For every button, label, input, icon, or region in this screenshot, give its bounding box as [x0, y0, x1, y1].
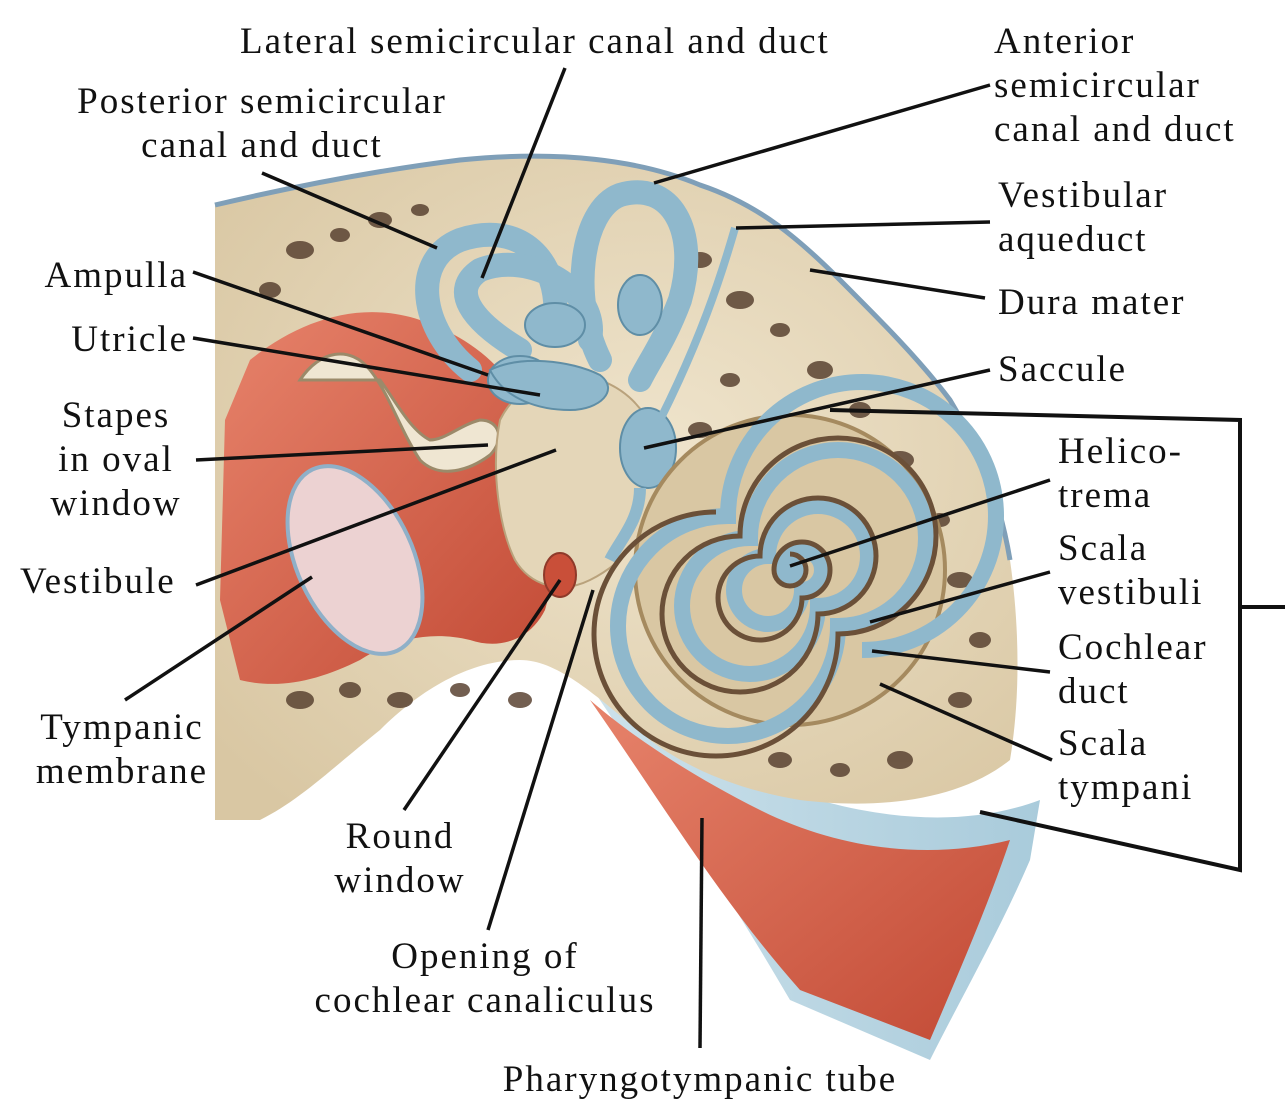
label-line: canal and duct: [994, 108, 1236, 152]
label-line: Pharyngotympanic tube: [440, 1058, 960, 1102]
label-line: Scala: [1058, 527, 1203, 571]
label-line: membrane: [12, 750, 232, 794]
label-line: Tympanic: [12, 706, 232, 750]
label-line: in oval: [32, 438, 200, 482]
label-line: Saccule: [998, 348, 1127, 392]
label-line: Vestibular: [998, 174, 1168, 218]
label-line: tympani: [1058, 766, 1193, 810]
label-line: semicircular: [994, 64, 1236, 108]
label-line: Ampulla: [20, 254, 188, 298]
label-line: window: [300, 859, 500, 903]
label-line: Stapes: [32, 394, 200, 438]
label-ampulla: Ampulla: [20, 254, 188, 298]
label-pharyngotympanic-tube: Pharyngotympanic tube: [440, 1058, 960, 1102]
label-line: Helico-: [1058, 430, 1183, 474]
label-line: Utricle: [20, 318, 188, 362]
label-lateral-canal: Lateral semicircular canal and duct: [240, 20, 830, 64]
label-line: duct: [1058, 670, 1208, 714]
label-line: Posterior semicircular: [52, 80, 472, 124]
label-helicotrema: Helico-trema: [1058, 430, 1183, 518]
round-window: [544, 553, 576, 597]
label-utricle: Utricle: [20, 318, 188, 362]
label-dura-mater: Dura mater: [998, 281, 1185, 325]
label-line: aqueduct: [998, 218, 1168, 262]
label-line: vestibuli: [1058, 571, 1203, 615]
label-line: trema: [1058, 474, 1183, 518]
label-line: canal and duct: [52, 124, 472, 168]
label-line: Lateral semicircular canal and duct: [240, 20, 830, 64]
leader-pharyngotympanic: [700, 818, 702, 1048]
label-line: Scala: [1058, 722, 1193, 766]
label-vestibule: Vestibule: [20, 560, 176, 604]
label-line: Round: [300, 815, 500, 859]
label-line: Opening of: [280, 935, 690, 979]
label-line: Cochlear: [1058, 626, 1208, 670]
label-line: window: [32, 482, 200, 526]
label-line: cochlear canaliculus: [280, 979, 690, 1023]
label-line: Anterior: [994, 20, 1236, 64]
label-saccule: Saccule: [998, 348, 1127, 392]
label-line: Vestibule: [20, 560, 176, 604]
label-line: Dura mater: [998, 281, 1185, 325]
leader-anterior-canal: [654, 85, 990, 183]
